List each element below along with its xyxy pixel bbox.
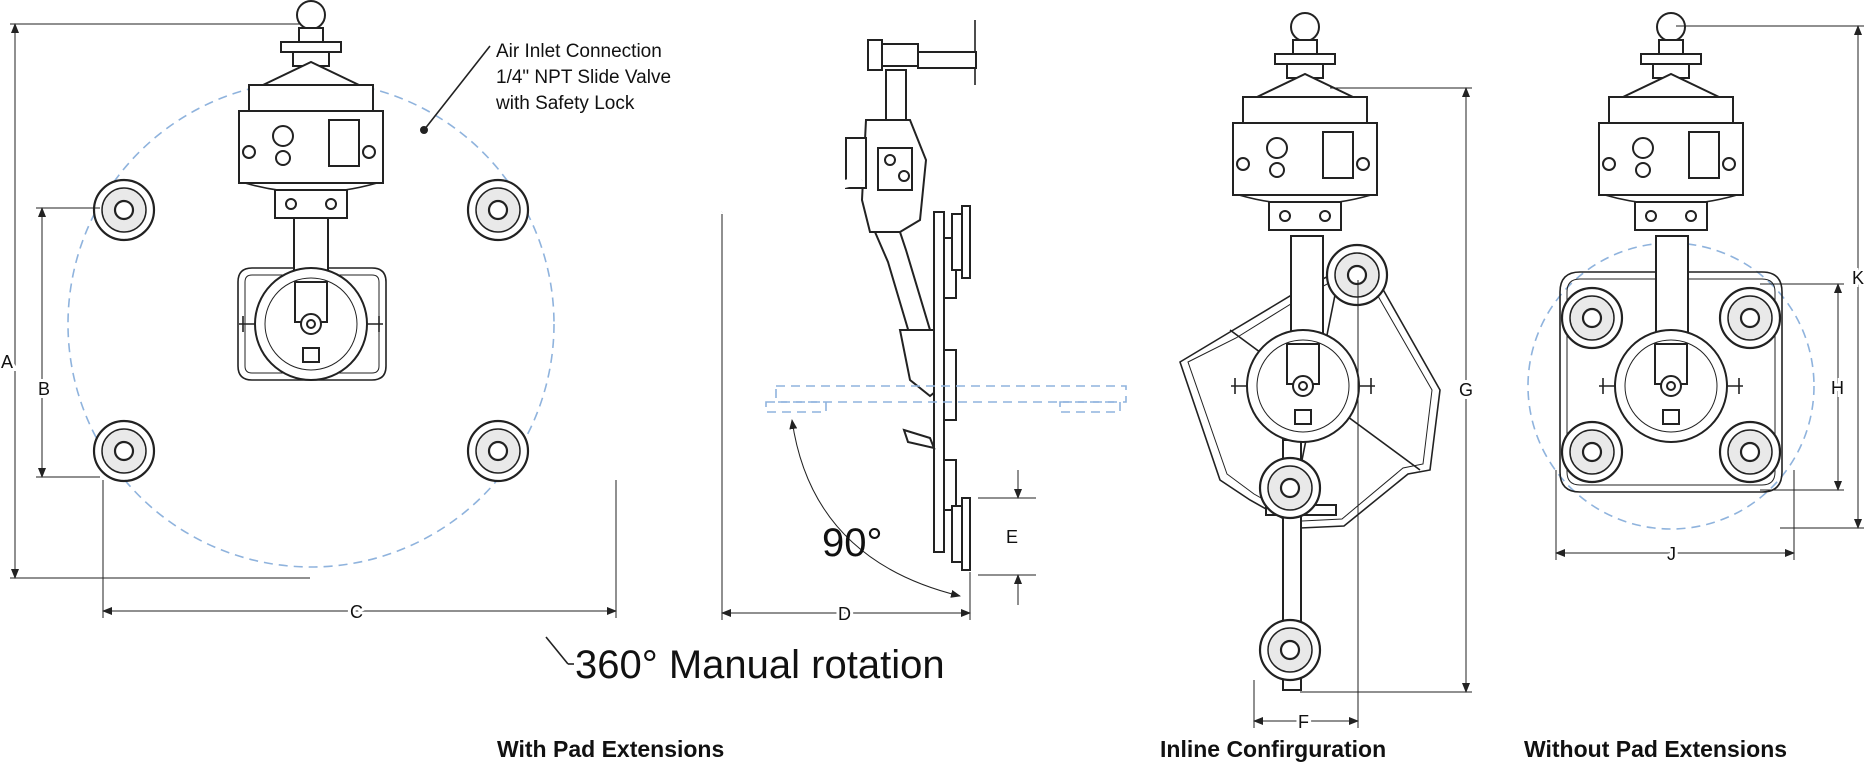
rotation-label: 360° Manual rotation	[575, 643, 945, 687]
dim-label-e: E	[1006, 527, 1018, 547]
view-with-pad-extensions	[67, 0, 555, 568]
rotation-envelope-compact	[1527, 242, 1815, 530]
dim-label-f: F	[1298, 712, 1309, 732]
view-inline	[1179, 12, 1441, 691]
caption-without-pad-extensions: Without Pad Extensions	[1524, 736, 1787, 762]
dim-label-a: A	[1, 352, 13, 372]
dim-label-j: J	[1667, 544, 1676, 564]
view-side	[721, 20, 1127, 598]
dim-label-d: D	[838, 604, 851, 624]
view-without-pad-extensions	[1527, 12, 1815, 530]
dim-label-g: G	[1459, 380, 1473, 400]
callout-line-3: with Safety Lock	[495, 93, 635, 114]
dim-label-k: K	[1852, 268, 1864, 288]
dim-label-b: B	[38, 379, 50, 399]
dim-label-c: C	[350, 602, 363, 622]
callout-line-1: Air Inlet Connection	[496, 41, 662, 62]
caption-with-pad-extensions: With Pad Extensions	[497, 736, 724, 762]
angle-label: 90°	[822, 521, 883, 565]
callout-line-2: 1/4" NPT Slide Valve	[496, 67, 671, 88]
caption-inline: Inline Confirguration	[1160, 736, 1386, 762]
dim-label-h: H	[1831, 378, 1844, 398]
